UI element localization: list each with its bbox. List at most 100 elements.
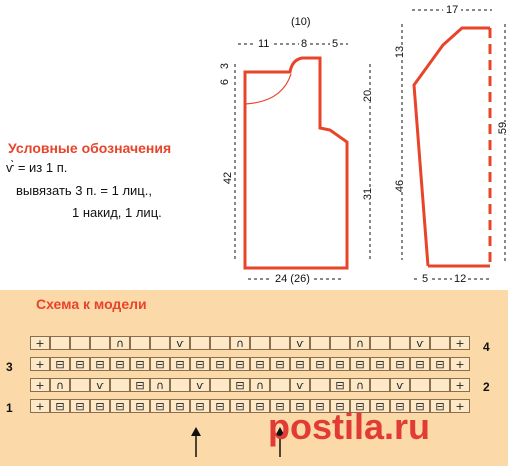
purl-bar-icon: ⊟	[330, 378, 350, 392]
empty-cell	[310, 378, 330, 392]
purl-bar-icon: ⊟	[430, 357, 450, 371]
arch-icon: ∩	[50, 378, 70, 392]
purl-bar-icon: ⊟	[350, 399, 370, 413]
purl-bar-icon: ⊟	[370, 357, 390, 371]
arch-icon: ∩	[350, 378, 370, 392]
purl-bar-icon: ⊟	[390, 357, 410, 371]
empty-cell	[150, 336, 170, 350]
purl-bar-icon: ⊟	[270, 399, 290, 413]
purl-bar-icon: ⊟	[350, 357, 370, 371]
arrow-up-icon	[190, 427, 202, 459]
purl-bar-icon: ⊟	[230, 399, 250, 413]
increase-3-from-1-icon: ѵ	[170, 336, 190, 350]
purl-bar-icon: ⊟	[250, 357, 270, 371]
empty-cell	[70, 378, 90, 392]
plus-icon: +	[30, 378, 50, 392]
sleeve-top-width: 17	[443, 4, 462, 16]
purl-bar-icon: ⊟	[270, 357, 290, 371]
purl-bar-icon: ⊟	[70, 399, 90, 413]
watermark-text-a: postila	[268, 406, 385, 447]
empty-cell	[210, 336, 230, 350]
front-top-note: (10)	[291, 16, 311, 28]
purl-bar-icon: ⊟	[210, 399, 230, 413]
purl-bar-icon: ⊟	[150, 357, 170, 371]
purl-bar-icon: ⊟	[290, 399, 310, 413]
sleeve-right-height: 59	[497, 121, 508, 135]
purl-bar-icon: ⊟	[130, 357, 150, 371]
increase-3-from-1-icon: ѵ	[90, 378, 110, 392]
chart-title: Схема к модели	[36, 296, 147, 312]
front-bottom-width: 24 (26)	[272, 273, 313, 285]
front-dim-lines	[234, 43, 371, 280]
front-top-width-2: 8	[299, 38, 310, 50]
front-piece-outline	[243, 56, 349, 270]
purl-bar-icon: ⊟	[90, 399, 110, 413]
front-right-height-2: 31	[362, 187, 375, 201]
purl-bar-icon: ⊟	[150, 399, 170, 413]
purl-bar-icon: ⊟	[110, 357, 130, 371]
empty-cell	[410, 378, 430, 392]
purl-bar-icon: ⊟	[170, 399, 190, 413]
empty-cell	[190, 336, 210, 350]
purl-bar-icon: ⊟	[130, 378, 150, 392]
plus-icon: +	[30, 399, 50, 413]
legend-line-1: ѵ̀ = из 1 п.	[6, 160, 67, 175]
empty-cell	[250, 336, 270, 350]
empty-cell	[330, 336, 350, 350]
row-number-1: 1	[6, 401, 13, 415]
purl-bar-icon: ⊟	[330, 399, 350, 413]
plus-icon: +	[450, 378, 470, 392]
plus-icon: +	[450, 357, 470, 371]
increase-3-from-1-icon: ѵ	[290, 378, 310, 392]
stitch-grid: +∩ѵ∩ѵ∩ѵ++⊟⊟⊟⊟⊟⊟⊟⊟⊟⊟⊟⊟⊟⊟⊟⊟⊟⊟⊟⊟++∩ѵ⊟∩ѵ⊟∩ѵ⊟…	[30, 336, 470, 420]
purl-bar-icon: ⊟	[90, 357, 110, 371]
purl-bar-icon: ⊟	[410, 357, 430, 371]
front-left-height-1: 6	[219, 78, 232, 86]
sleeve-left-height-2: 46	[394, 179, 407, 193]
watermark-logo: postila.ru	[268, 406, 430, 448]
purl-bar-icon: ⊟	[410, 399, 430, 413]
purl-bar-icon: ⊟	[370, 399, 390, 413]
row-number-3: 3	[6, 360, 13, 374]
purl-bar-icon: ⊟	[110, 399, 130, 413]
increase-3-from-1-icon: ѵ	[190, 378, 210, 392]
empty-cell	[130, 336, 150, 350]
front-right-height-1: 20	[362, 89, 375, 103]
empty-cell	[270, 336, 290, 350]
purl-bar-icon: ⊟	[230, 357, 250, 371]
increase-3-from-1-icon: ѵ̀	[6, 160, 15, 175]
empty-cell	[310, 336, 330, 350]
front-left-height-3: 42	[222, 171, 235, 185]
sleeve-piece-outline	[412, 26, 490, 268]
empty-cell	[270, 378, 290, 392]
plus-icon: +	[450, 336, 470, 350]
front-top-width-1: 11	[256, 38, 272, 50]
empty-cell	[390, 336, 410, 350]
sleeve-left-height-1: 13	[394, 45, 407, 59]
empty-cell	[430, 378, 450, 392]
purl-bar-icon: ⊟	[230, 378, 250, 392]
watermark-text-b: .ru	[384, 406, 431, 447]
sleeve-bottom-width-2: 12	[452, 273, 469, 285]
increase-3-from-1-icon: ѵ	[410, 336, 430, 350]
arrow-up-icon	[274, 427, 286, 459]
front-top-width-3: 5	[330, 38, 341, 50]
purl-bar-icon: ⊟	[430, 399, 450, 413]
plus-icon: +	[450, 399, 470, 413]
purl-bar-icon: ⊟	[210, 357, 230, 371]
empty-cell	[90, 336, 110, 350]
sleeve-bottom-width-1: 5	[420, 273, 431, 285]
purl-bar-icon: ⊟	[50, 399, 70, 413]
purl-bar-icon: ⊟	[310, 399, 330, 413]
purl-bar-icon: ⊟	[50, 357, 70, 371]
increase-3-from-1-icon: ѵ	[290, 336, 310, 350]
legend-line-1-text: = из 1 п.	[17, 160, 68, 175]
purl-bar-icon: ⊟	[130, 399, 150, 413]
arch-icon: ∩	[250, 378, 270, 392]
legend-line-2: вывязать 3 п. = 1 лиц.,	[16, 183, 152, 198]
empty-cell	[370, 336, 390, 350]
arch-icon: ∩	[150, 378, 170, 392]
purl-bar-icon: ⊟	[310, 357, 330, 371]
row-number-2: 2	[483, 380, 490, 394]
purl-bar-icon: ⊟	[190, 399, 210, 413]
